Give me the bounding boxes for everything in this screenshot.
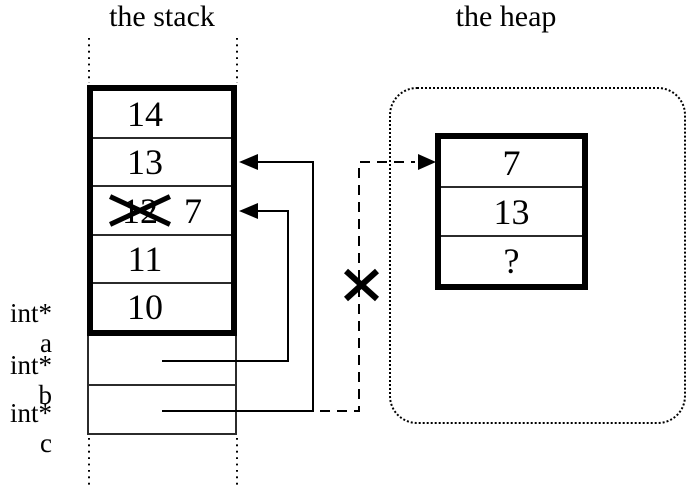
pointer-variables-box: [87, 336, 237, 435]
heap-cell: ?: [441, 235, 582, 284]
replacement-value: 7: [184, 190, 202, 231]
int-pointer-a-label: int* a: [9, 298, 52, 358]
heap-cell: 13: [441, 186, 582, 235]
crossed-out-value: 12: [122, 190, 158, 231]
int-pointer-b-label: int* b: [9, 350, 52, 410]
stack-cell-value: 11: [127, 238, 163, 279]
stack-cell-value: 13: [127, 142, 163, 183]
heap-cell: 7: [441, 139, 582, 186]
stack-cell: 10: [93, 281, 231, 330]
heap-title: the heap: [455, 0, 557, 33]
pointer-cell-c: [89, 383, 235, 434]
stack-cell-value: 14: [127, 94, 163, 135]
heap-block-box: 7 13 ?: [435, 133, 588, 290]
pointer-c-arrowhead: [239, 154, 258, 170]
heap-cell-value: ?: [503, 240, 520, 281]
heap-cell-value: 13: [493, 191, 530, 232]
int-pointer-c-label: int* c: [9, 398, 52, 458]
pointer-b-arrowhead: [239, 203, 258, 219]
stack-cell: 11: [93, 233, 231, 282]
stack-cell: 14: [93, 91, 231, 137]
stack-frame-box: 14 13 12 7 11 10: [87, 85, 237, 336]
stack-cell-overwritten: 12 7: [93, 185, 231, 233]
stack-title: the stack: [109, 0, 215, 33]
stack-cell-value: 10: [127, 286, 163, 327]
stack-cell: 13: [93, 137, 231, 185]
pointer-cell-b: [89, 336, 235, 384]
invalid-pointer-cross-icon: [343, 268, 380, 302]
heap-cell-value: 7: [502, 142, 521, 183]
